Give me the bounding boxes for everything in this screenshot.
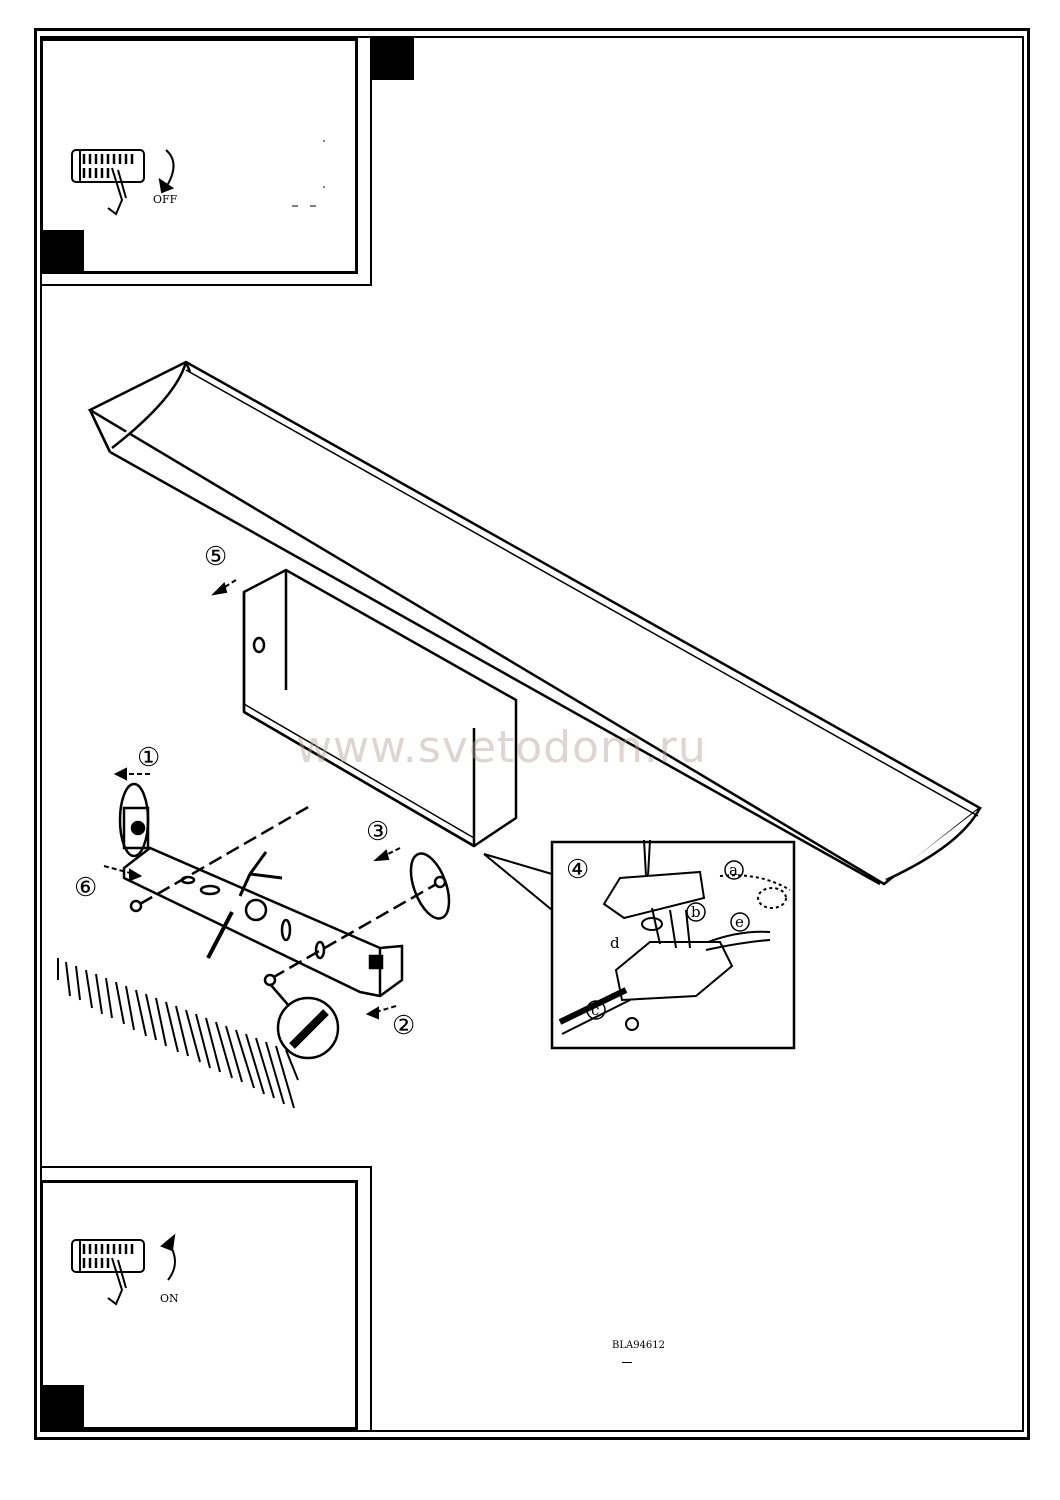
wall-bracket xyxy=(122,806,404,998)
top-panel-outline xyxy=(40,36,372,286)
wiring-detail-callout xyxy=(483,840,796,1050)
direction-arrows xyxy=(103,579,401,1020)
screw-detail-magnifier xyxy=(269,983,340,1060)
product-code-mark xyxy=(622,1362,632,1363)
page-frame-outer xyxy=(34,28,1030,1440)
detail-letter-e: e xyxy=(735,913,744,931)
step-number-3: ③ xyxy=(366,817,389,847)
breaker-switch-off-icon xyxy=(71,149,175,216)
detail-letter-a: a xyxy=(729,861,738,879)
mounting-box xyxy=(242,568,518,848)
watermark: www.svetodom.ru xyxy=(296,722,707,773)
step-number-1: ① xyxy=(137,743,160,773)
detail-letter-d: d xyxy=(610,934,620,952)
top-panel-step-block xyxy=(40,230,84,272)
page-frame-inner xyxy=(40,36,1024,1432)
lamp-bar xyxy=(87,360,983,886)
step-number-6: ⑥ xyxy=(74,873,97,903)
on-label: ON xyxy=(160,1292,179,1305)
main-step-block xyxy=(370,38,414,80)
breaker-switch-on-icon xyxy=(71,1233,176,1306)
bottom-panel-step-block xyxy=(40,1385,84,1429)
bottom-switch-panel xyxy=(40,1180,358,1430)
detail-letters: a b c d e xyxy=(586,860,750,1020)
detail-letter-b: b xyxy=(691,903,701,921)
step-number-5: ⑤ xyxy=(204,542,227,572)
step-number-2: ② xyxy=(392,1011,415,1041)
bottom-panel-outline xyxy=(40,1166,372,1432)
rotation-arrows xyxy=(118,782,451,920)
wall-hatching xyxy=(57,958,299,1109)
detail-letter-c: c xyxy=(591,1001,599,1019)
product-code: BLA94612 xyxy=(612,1340,666,1351)
step-number-4: ④ xyxy=(566,855,589,885)
off-label: OFF xyxy=(153,193,178,206)
terminal-block xyxy=(558,839,791,1035)
